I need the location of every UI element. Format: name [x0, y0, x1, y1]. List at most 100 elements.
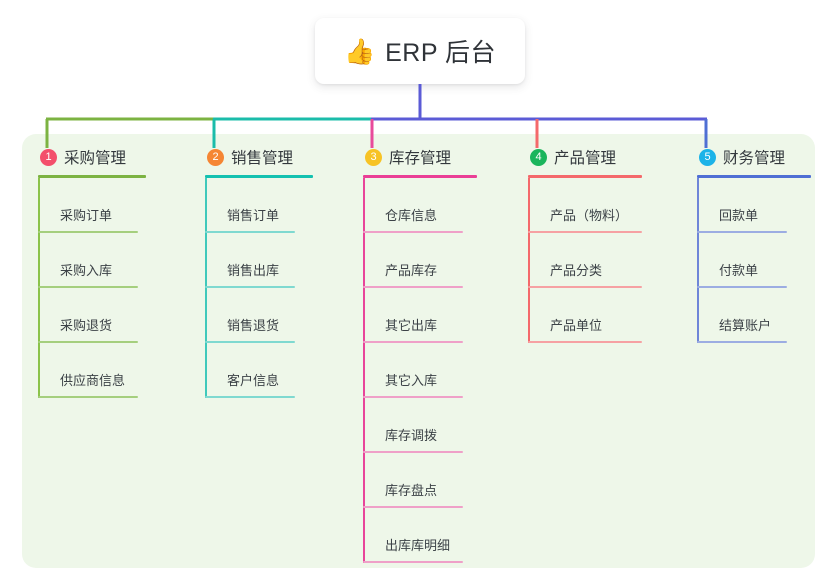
branch-items-5: 回款单付款单结算账户 [697, 178, 811, 343]
leaf-item-label: 产品单位 [550, 318, 603, 333]
branch-items-4: 产品（物料） 产品分类产品单位 [528, 178, 642, 343]
branch-items-2: 销售订单销售出库销售退货客户信息 [205, 178, 313, 398]
leaf-item-label: 采购入库 [60, 263, 113, 278]
thumbs-up-icon: 👍 [343, 36, 376, 66]
branch-title-1: 采购管理 [64, 150, 127, 167]
leaf-item-rule [363, 561, 463, 563]
leaf-item[interactable]: 销售出库 [205, 233, 313, 288]
leaf-item[interactable]: 供应商信息 [38, 343, 146, 398]
leaf-item-label: 其它入库 [385, 373, 438, 388]
branch-header-3[interactable]: 3 库存管理 [363, 146, 477, 168]
leaf-item-label: 库存调拨 [385, 428, 438, 443]
leaf-item[interactable]: 仓库信息 [363, 178, 477, 233]
leaf-item-rule [363, 286, 463, 288]
branch-rule-3 [363, 175, 477, 178]
branch-column-4: 4 产品管理产品（物料） 产品分类产品单位 [528, 146, 642, 343]
leaf-item[interactable]: 付款单 [697, 233, 811, 288]
leaf-item-label: 采购退货 [60, 318, 113, 333]
leaf-item[interactable]: 其它出库 [363, 288, 477, 343]
leaf-item[interactable]: 产品（物料） [528, 178, 642, 233]
leaf-item-rule [363, 506, 463, 508]
branch-column-1: 1 采购管理采购订单采购入库采购退货供应商信息 [38, 146, 146, 398]
branch-stem-2 [205, 178, 207, 398]
branch-header-1[interactable]: 1 采购管理 [38, 146, 146, 168]
leaf-item-label: 仓库信息 [385, 208, 438, 223]
leaf-item-label: 产品分类 [550, 263, 603, 278]
leaf-item-rule [363, 231, 463, 233]
leaf-item[interactable]: 采购入库 [38, 233, 146, 288]
leaf-item-label: 销售出库 [227, 263, 280, 278]
branch-stem-5 [697, 178, 699, 343]
leaf-item-label: 付款单 [719, 263, 759, 278]
leaf-item[interactable]: 库存盘点 [363, 453, 477, 508]
leaf-item-rule [38, 286, 138, 288]
branch-badge-1: 1 [40, 148, 57, 166]
leaf-item[interactable]: 销售退货 [205, 288, 313, 343]
leaf-item-rule [205, 286, 295, 288]
branch-column-2: 2 销售管理销售订单销售出库销售退货客户信息 [205, 146, 313, 398]
leaf-item-label: 其它出库 [385, 318, 438, 333]
branch-rule-5 [697, 175, 811, 178]
leaf-item[interactable]: 产品分类 [528, 233, 642, 288]
branch-badge-2: 2 [207, 148, 224, 166]
branch-rule-1 [38, 175, 146, 178]
branch-badge-4: 4 [530, 148, 547, 166]
leaf-item-rule [363, 341, 463, 343]
leaf-item[interactable]: 采购退货 [38, 288, 146, 343]
leaf-item-rule [528, 341, 642, 343]
leaf-item[interactable]: 出库库明细 [363, 508, 477, 563]
leaf-item[interactable]: 产品库存 [363, 233, 477, 288]
branch-items-1: 采购订单采购入库采购退货供应商信息 [38, 178, 146, 398]
branch-badge-5: 5 [699, 148, 716, 166]
leaf-item-label: 产品库存 [385, 263, 438, 278]
leaf-item[interactable]: 库存调拨 [363, 398, 477, 453]
leaf-item-label: 回款单 [719, 208, 759, 223]
leaf-item-rule [697, 231, 787, 233]
branch-badge-3: 3 [365, 148, 382, 166]
leaf-item-rule [697, 341, 787, 343]
branch-header-4[interactable]: 4 产品管理 [528, 146, 642, 168]
leaf-item[interactable]: 采购订单 [38, 178, 146, 233]
leaf-item-label: 销售退货 [227, 318, 280, 333]
leaf-item[interactable]: 产品单位 [528, 288, 642, 343]
leaf-item-label: 结算账户 [719, 318, 772, 333]
leaf-item-rule [38, 396, 138, 398]
branch-column-3: 3 库存管理仓库信息产品库存其它出库其它入库库存调拨库存盘点出库库明细 [363, 146, 477, 563]
branch-stem-4 [528, 178, 530, 343]
leaf-item-label: 客户信息 [227, 373, 280, 388]
leaf-item-label: 采购订单 [60, 208, 113, 223]
leaf-item[interactable]: 结算账户 [697, 288, 811, 343]
leaf-item[interactable]: 销售订单 [205, 178, 313, 233]
leaf-item-rule [528, 286, 642, 288]
leaf-item-rule [38, 341, 138, 343]
root-node-title: ERP 后台 [385, 39, 497, 67]
branch-column-5: 5 财务管理回款单付款单结算账户 [697, 146, 811, 343]
leaf-item-rule [205, 396, 295, 398]
leaf-item-rule [38, 231, 138, 233]
branch-header-5[interactable]: 5 财务管理 [697, 146, 811, 168]
leaf-item-rule [363, 451, 463, 453]
branch-title-3: 库存管理 [389, 150, 452, 167]
branch-title-2: 销售管理 [231, 150, 294, 167]
leaf-item[interactable]: 回款单 [697, 178, 811, 233]
branch-stem-1 [38, 178, 40, 398]
leaf-item-label: 销售订单 [227, 208, 280, 223]
leaf-item-label: 供应商信息 [60, 373, 126, 388]
leaf-item-rule [528, 231, 642, 233]
branch-title-5: 财务管理 [723, 150, 786, 167]
branch-title-4: 产品管理 [554, 150, 617, 167]
root-node-card[interactable]: 👍 ERP 后台 [315, 18, 525, 84]
leaf-item[interactable]: 其它入库 [363, 343, 477, 398]
branch-rule-4 [528, 175, 642, 178]
branches-panel [22, 134, 815, 568]
leaf-item-label: 产品（物料） [550, 208, 629, 223]
branch-rule-2 [205, 175, 313, 178]
branch-header-2[interactable]: 2 销售管理 [205, 146, 313, 168]
leaf-item-rule [205, 341, 295, 343]
leaf-item-rule [697, 286, 787, 288]
leaf-item-label: 出库库明细 [385, 538, 451, 553]
branch-stem-3 [363, 178, 365, 563]
leaf-item[interactable]: 客户信息 [205, 343, 313, 398]
leaf-item-rule [205, 231, 295, 233]
